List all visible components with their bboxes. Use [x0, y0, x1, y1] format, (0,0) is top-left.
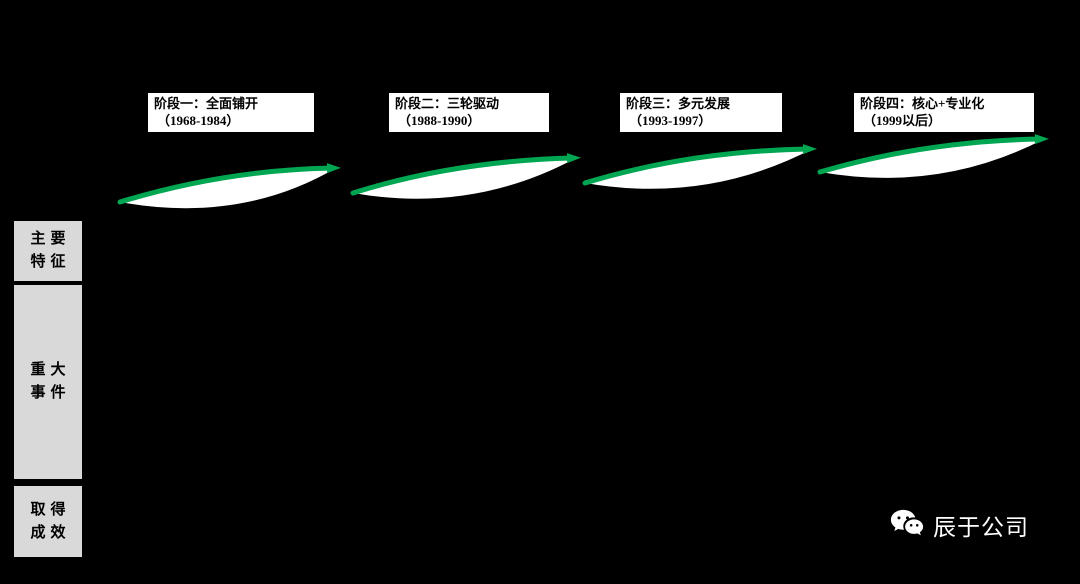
- stage-title: 阶段一：全面铺开: [154, 96, 259, 111]
- row-label-line: 事件: [30, 385, 71, 401]
- stage2-arrow: [350, 153, 581, 196]
- stage-label-3: 阶段三：多元发展 （1993-1997）: [620, 93, 782, 132]
- stage-period: （1968-1984）: [157, 113, 240, 128]
- stage4-wedge: [820, 139, 1044, 178]
- stage-period: （1999以后）: [863, 113, 942, 128]
- stage2-wedge: [353, 158, 576, 199]
- row-label-main-features: 主要 特征: [14, 221, 82, 281]
- brand-footer: 辰于公司: [888, 507, 1029, 543]
- row-label-line: 成效: [30, 524, 71, 541]
- wechat-icon: [890, 509, 924, 536]
- stage-title: 阶段三：多元发展: [626, 96, 731, 111]
- stage-period: （1988-1990）: [398, 113, 481, 128]
- stage-period: （1993-1997）: [629, 113, 712, 128]
- row-label-line: 主要: [30, 231, 71, 247]
- stage1-arrow: [117, 163, 341, 205]
- stage3-arrow: [582, 144, 817, 186]
- stage-title: 阶段二：三轮驱动: [395, 96, 500, 111]
- stage-title: 阶段四：核心+专业化: [860, 96, 985, 111]
- brand-name: 辰于公司: [933, 514, 1029, 540]
- stage3-wedge: [585, 149, 812, 189]
- row-label-line: 重大: [30, 362, 71, 378]
- row-label-line: 取得: [30, 501, 71, 518]
- row-label-major-events: 重大 事件: [14, 285, 82, 479]
- row-label-achievements: 取得 成效: [14, 486, 82, 557]
- stage-label-4: 阶段四：核心+专业化 （1999以后）: [854, 93, 1034, 132]
- row-label-line: 特征: [30, 254, 71, 270]
- stage4-arrow: [817, 134, 1049, 175]
- stage-label-2: 阶段二：三轮驱动 （1988-1990）: [389, 93, 549, 132]
- stage1-wedge: [120, 168, 336, 209]
- stage-label-1: 阶段一：全面铺开 （1968-1984）: [148, 93, 314, 132]
